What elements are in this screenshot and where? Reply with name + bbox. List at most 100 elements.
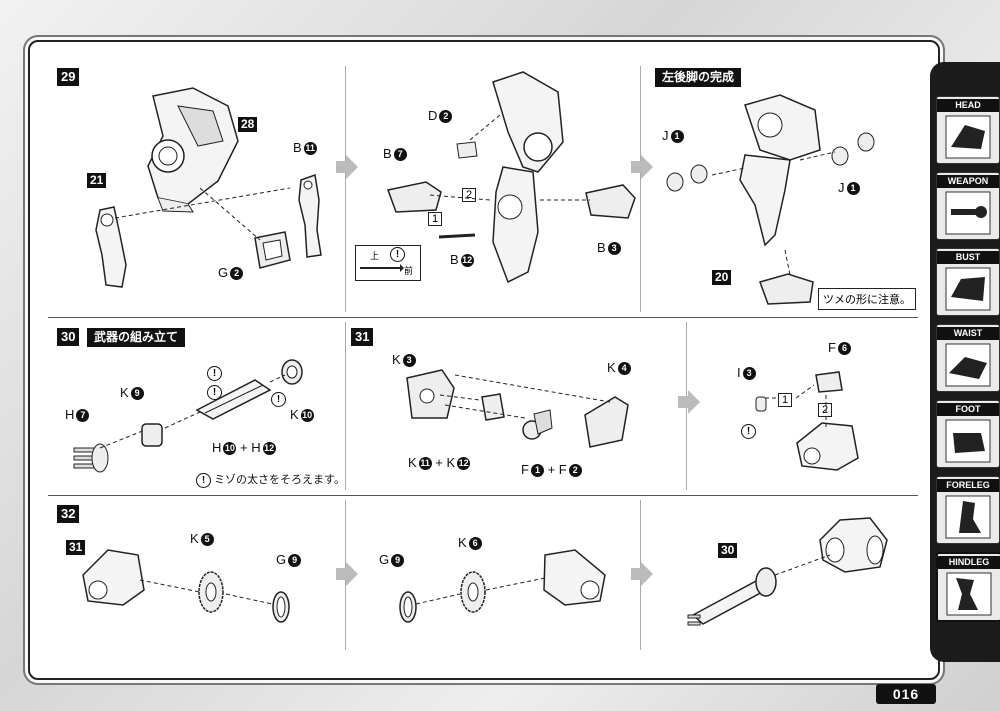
next-arrow-icon (678, 390, 700, 414)
assembly-guide-lines (114, 187, 291, 241)
part-f1-f2-spring-illustration (522, 409, 553, 440)
part-label-28: 28 (238, 117, 258, 132)
note-top-label: 上 (370, 251, 380, 261)
hind-leg-complete-illustration (739, 94, 821, 247)
section-title-weapon-assembly: 武器の組み立て (87, 328, 186, 347)
part-k10-cap-illustration (281, 359, 303, 385)
assembly-guide-lines (765, 384, 827, 430)
claw-shape-note: ツメの形に注意。 (818, 288, 916, 310)
part-label-21: 21 (87, 173, 107, 188)
part-j1-caps-left-illustration (666, 164, 708, 192)
part-g2-ring-illustration (254, 231, 291, 269)
col-divider-30 (345, 322, 346, 490)
caution-icon: ! (196, 472, 211, 488)
hindleg-part-icon (946, 572, 992, 616)
step-sub-2: 2 (818, 403, 833, 417)
tab-weapon[interactable]: WEAPON (936, 172, 1000, 240)
step-sub-1: 1 (428, 212, 443, 226)
part-g9-ring-illustration (399, 591, 417, 623)
part-label-30: 30 (718, 543, 738, 558)
assembly-guide-lines (415, 577, 546, 605)
tab-hindleg[interactable]: HINDLEG (936, 552, 1000, 622)
part-h10-h12-barrel-illustration (195, 379, 272, 420)
part-k4-illustration (584, 396, 629, 448)
assembly-guide-lines (439, 374, 611, 419)
part-21-illustration (95, 206, 127, 288)
groove-alignment-note: ! ミゾの太さをそろえます。 (196, 471, 345, 488)
foot-part-icon (945, 419, 991, 463)
foot-unit-31-illustration (82, 549, 145, 606)
tab-waist[interactable]: WAIST (936, 324, 1000, 392)
section-title-left-hind-leg-complete: 左後脚の完成 (655, 68, 742, 87)
tab-foot[interactable]: FOOT (936, 400, 1000, 468)
part-k9-illustration (141, 423, 163, 447)
part-label-20: 20 (712, 270, 732, 285)
weapon-unit-30-illustration (687, 567, 777, 626)
tab-label: FOOT (937, 403, 999, 416)
row-divider-2 (48, 495, 918, 496)
hind-leg-foot-complete-illustration (819, 517, 888, 573)
part-b12-pin-illustration (438, 233, 476, 239)
step-sub-1: 1 (778, 393, 793, 407)
part-j1-caps-right-illustration (831, 132, 875, 166)
assembly-guide-lines (429, 114, 590, 201)
next-arrow-icon (336, 155, 358, 179)
foot-assembly-illustration (796, 422, 859, 471)
tab-head[interactable]: HEAD (936, 96, 1000, 164)
row-divider-1 (48, 317, 918, 318)
tab-label: FORELEG (937, 479, 999, 492)
weapon-part-icon (945, 191, 991, 235)
col-divider-29b (640, 66, 641, 312)
waist-part-icon (945, 343, 991, 387)
part-f6-illustration (815, 371, 843, 393)
part-b3-illustration (585, 184, 636, 219)
tab-label: BUST (937, 251, 999, 264)
tab-foreleg[interactable]: FORELEG (936, 476, 1000, 544)
caution-icon: ! (390, 247, 405, 262)
tab-label: HEAD (937, 99, 999, 112)
caution-icon: ! (207, 385, 222, 400)
part-b7-illustration (386, 181, 442, 213)
foot-unit-illustration (543, 549, 606, 606)
assembly-guide-lines (139, 579, 273, 605)
tab-label: WAIST (937, 327, 999, 340)
next-arrow-icon (631, 155, 653, 179)
part-k6-gear-illustration (460, 571, 486, 613)
assembly-guide-lines (774, 554, 831, 576)
hind-leg-assembly-illustration (492, 71, 564, 284)
hind-leg-upper-part-illustration (147, 87, 239, 213)
next-arrow-icon (336, 562, 358, 586)
tab-label: WEAPON (937, 175, 999, 188)
caution-icon: ! (741, 424, 756, 439)
page-number: 016 (876, 684, 936, 704)
part-h7-barrels-illustration (73, 443, 109, 473)
caution-icon: ! (271, 392, 286, 407)
step-number-29: 29 (57, 68, 80, 86)
foreleg-part-icon (945, 495, 991, 539)
tab-label: HINDLEG (938, 556, 1000, 569)
part-20-claw-illustration (759, 273, 814, 305)
head-part-icon (945, 115, 991, 159)
tab-bust[interactable]: BUST (936, 248, 1000, 316)
assembly-guide-lines (711, 151, 836, 276)
part-i3-illustration (755, 396, 767, 412)
step-number-30: 30 (57, 328, 80, 346)
